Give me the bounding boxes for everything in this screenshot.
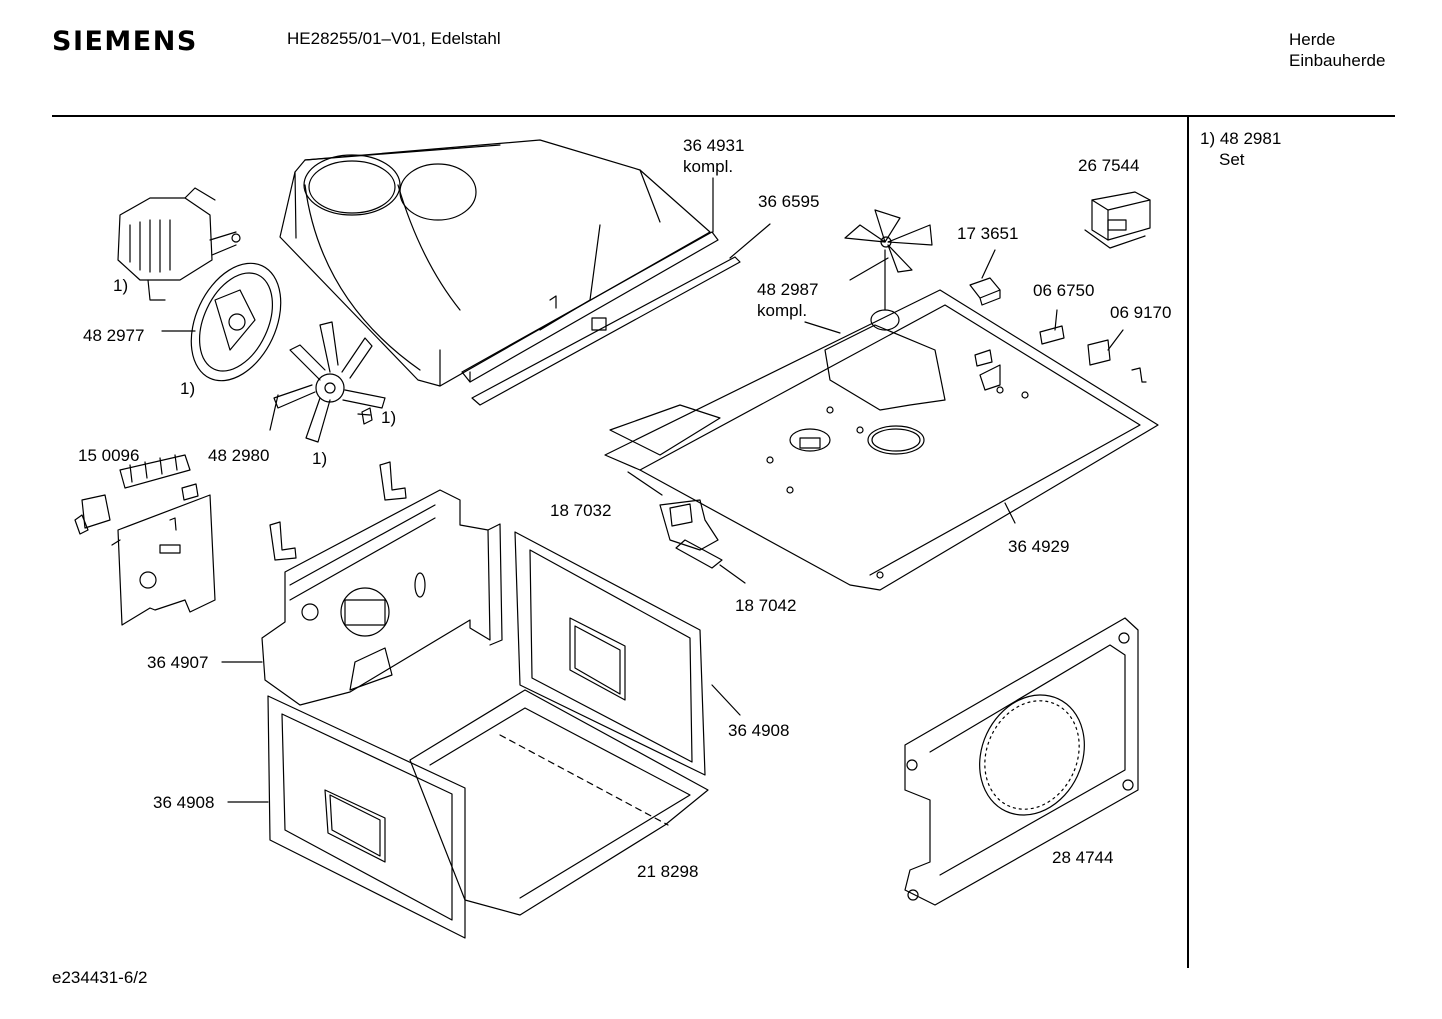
callout-482977: 48 2977 (83, 326, 145, 345)
footnote-line2: Set (1219, 150, 1245, 169)
footnote-line1: 1) 48 2981 (1200, 129, 1282, 148)
callout-364908-left: 36 4908 (153, 793, 215, 812)
rear-wall-part (262, 490, 502, 705)
callout-366595: 36 6595 (758, 192, 820, 211)
callout-284744: 28 4744 (1052, 848, 1114, 867)
category: Herde Einbauherde (1289, 29, 1385, 71)
side-wall-left-part (268, 696, 465, 938)
leader-lines (162, 178, 1123, 802)
category-line1: Herde (1289, 30, 1336, 49)
fan-shroud-part (174, 249, 299, 395)
callout-364931: 36 4931 (683, 136, 745, 155)
side-wall-right-part (515, 532, 705, 775)
sidebar-divider (1187, 116, 1189, 968)
cooling-fan-part (825, 210, 945, 410)
callout-footnote-b: 1) (180, 379, 196, 398)
callout-066750: 06 6750 (1033, 281, 1095, 300)
switch-block-part (75, 455, 215, 625)
document-id: e234431-6/2 (52, 968, 148, 987)
callout-footnote-c: 1) (381, 408, 397, 427)
footnote-panel: 1) 48 2981 Set (1200, 128, 1281, 170)
callout-173651: 17 3651 (957, 224, 1019, 243)
fan-wheel-part (274, 322, 385, 442)
callout-kompl-1: kompl. (683, 157, 734, 176)
model-title: HE28255/01–V01, Edelstahl (287, 29, 501, 48)
callout-187032: 18 7032 (550, 501, 612, 520)
callout-kompl-2: kompl. (757, 301, 808, 320)
ceiling-plate-part (605, 290, 1158, 590)
callout-364907: 36 4907 (147, 653, 209, 672)
heater-cover-part (905, 618, 1138, 905)
callout-364929: 36 4929 (1008, 537, 1070, 556)
transformer-part (1085, 192, 1150, 248)
lamp-holder-part (660, 500, 722, 568)
callout-364908-right: 36 4908 (728, 721, 790, 740)
callout-482987: 48 2987 (757, 280, 819, 299)
fan-motor-part (118, 188, 240, 300)
callout-482980: 48 2980 (208, 446, 270, 465)
callout-218298: 21 8298 (637, 862, 699, 881)
callout-069170: 06 9170 (1110, 303, 1172, 322)
cooling-duct-part (280, 140, 740, 405)
callout-150096: 15 0096 (78, 446, 140, 465)
callout-187042: 18 7042 (735, 596, 797, 615)
brand-logo: SIEMENS (52, 26, 198, 57)
callout-footnote-a: 1) (113, 276, 129, 295)
callout-footnote-d: 1) (312, 449, 328, 468)
small-bracket-parts (270, 462, 406, 560)
header-divider (52, 115, 1395, 117)
category-line2: Einbauherde (1289, 51, 1386, 70)
callout-267544: 26 7544 (1078, 156, 1140, 175)
